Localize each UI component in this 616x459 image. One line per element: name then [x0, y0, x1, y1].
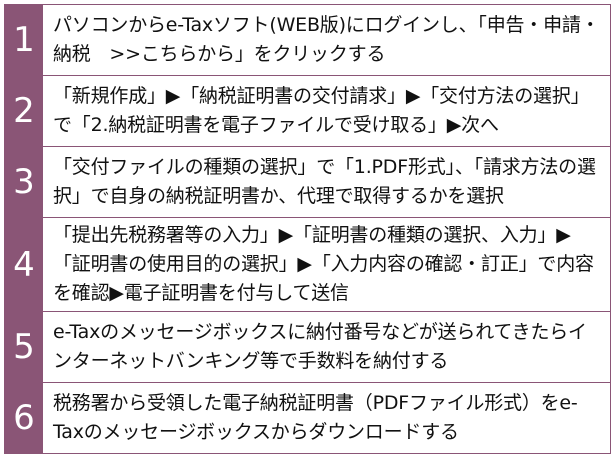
steps-table: 1 パソコンからe-Taxソフト(WEB版)にログインし、「申告・申請・納税 >…: [4, 4, 611, 454]
step-text-content: 「交付ファイルの種類の選択」で「1.PDF形式」、「請求方法の選択」で自身の納税…: [53, 156, 596, 207]
step-row-3: 3 「交付ファイルの種類の選択」で「1.PDF形式」、「請求方法の選択」で自身の…: [5, 146, 610, 217]
step-text: 「交付ファイルの種類の選択」で「1.PDF形式」、「請求方法の選択」で自身の納税…: [44, 147, 610, 217]
step-text: e-Taxのメッセージボックスに納付番号などが送られてきたらインターネットバンキ…: [44, 312, 610, 382]
step-text-content: 「新規作成」▶「納税証明書の交付請求」▶「交付方法の選択」で「2.納税証明書を電…: [53, 85, 590, 136]
step-text-content: 「提出先税務署等の入力」▶「証明書の種類の選択、入力」▶「証明書の使用目的の選択…: [53, 224, 594, 304]
step-row-6: 6 税務署から受領した電子納税証明書（PDFファイル形式）をe-Taxのメッセー…: [5, 382, 610, 453]
step-number: 5: [5, 312, 44, 382]
step-row-5: 5 e-Taxのメッセージボックスに納付番号などが送られてきたらインターネットバ…: [5, 311, 610, 382]
step-row-1: 1 パソコンからe-Taxソフト(WEB版)にログインし、「申告・申請・納税 >…: [5, 5, 610, 75]
step-row-4: 4 「提出先税務署等の入力」▶「証明書の種類の選択、入力」▶「証明書の使用目的の…: [5, 217, 610, 311]
step-text: 「提出先税務署等の入力」▶「証明書の種類の選択、入力」▶「証明書の使用目的の選択…: [44, 218, 610, 311]
step-text: パソコンからe-Taxソフト(WEB版)にログインし、「申告・申請・納税 >>こ…: [44, 5, 610, 75]
step-number: 6: [5, 383, 44, 453]
step-number: 2: [5, 76, 44, 146]
step-number: 3: [5, 147, 44, 217]
step-text: 税務署から受領した電子納税証明書（PDFファイル形式）をe-Taxのメッセージボ…: [44, 383, 610, 453]
step-text-content: 税務署から受領した電子納税証明書（PDFファイル形式）をe-Taxのメッセージボ…: [53, 392, 578, 443]
step-text-content: パソコンからe-Taxソフト(WEB版)にログインし、「申告・申請・納税 >>こ…: [53, 14, 600, 65]
step-row-2: 2 「新規作成」▶「納税証明書の交付請求」▶「交付方法の選択」で「2.納税証明書…: [5, 75, 610, 146]
step-number: 1: [5, 5, 44, 75]
step-number: 4: [5, 218, 44, 311]
step-text: 「新規作成」▶「納税証明書の交付請求」▶「交付方法の選択」で「2.納税証明書を電…: [44, 76, 610, 146]
step-text-content: e-Taxのメッセージボックスに納付番号などが送られてきたらインターネットバンキ…: [53, 321, 587, 372]
